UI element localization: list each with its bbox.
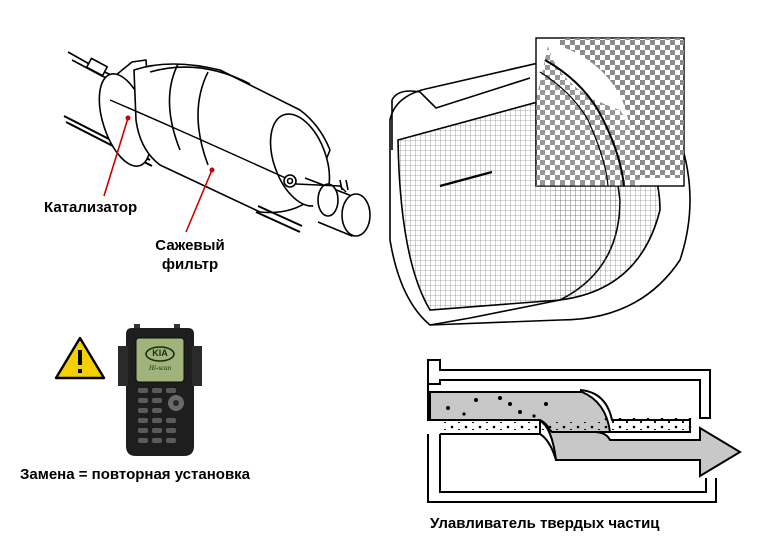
particle-trap-schematic [427,359,742,503]
exhaust-unit-drawing [63,51,371,237]
replacement-note-label: Замена = повторная установка [20,466,251,483]
honeycomb-magnified-inset [535,37,685,187]
soot-filter-label-line1: Сажевый [155,237,225,254]
catalyst-label: Катализатор [44,199,138,216]
soot-filter-leader-line [185,169,213,233]
diagnostic-scanner-device [118,324,202,456]
warning-triangle-icon [54,336,106,380]
soot-filter-leader-dot [209,167,215,173]
soot-particles [440,396,692,430]
device-brand-logo: KIA [152,348,168,358]
particle-trap-label: Улавливатель твердых частиц [430,515,660,532]
catalyst-leader-dot [125,115,131,121]
device-screen-caption: Hi-scan [148,364,172,372]
catalyst-leader-line [103,117,129,197]
soot-filter-label: Сажевый фильтр [150,236,230,274]
soot-filter-label-line2: фильтр [161,256,219,273]
